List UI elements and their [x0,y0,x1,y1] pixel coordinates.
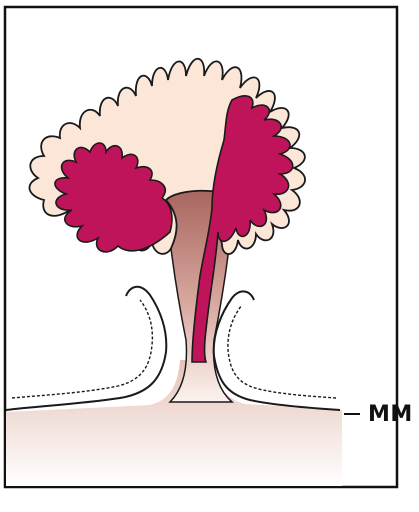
mucosa-line-right [214,291,340,410]
mm-label: MM [368,402,413,427]
mucosa-inner-left [12,300,152,398]
mucosa-inner-right [228,305,336,398]
mucosa-line-left [6,287,166,410]
base-submucosa [6,360,342,486]
